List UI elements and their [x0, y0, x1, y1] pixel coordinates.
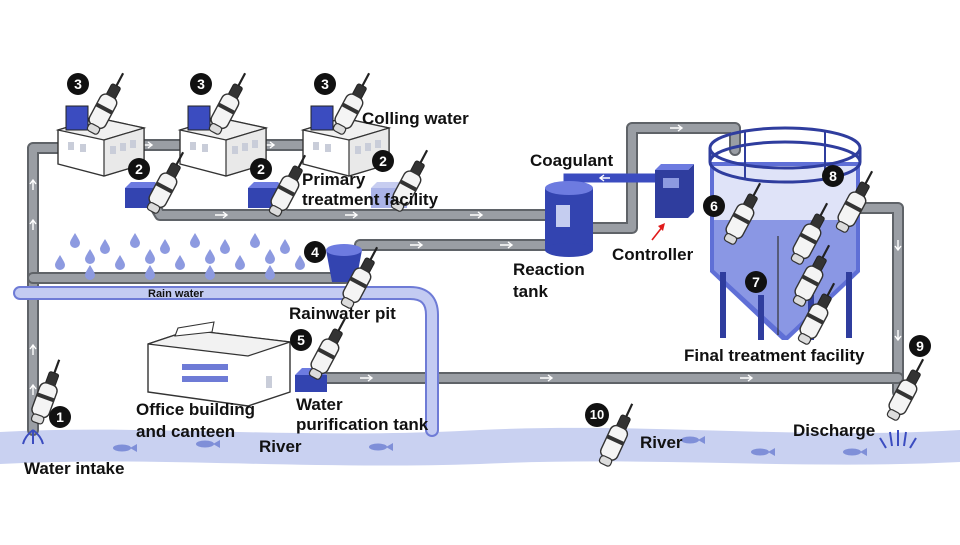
primary-label-line2: treatment facility [302, 190, 439, 209]
coagulant-pipe [563, 173, 655, 183]
office-label-line1: Office building [136, 400, 255, 419]
office-building-icon [147, 321, 291, 407]
marker-9: 9 [909, 335, 931, 357]
marker-5: 5 [290, 329, 312, 351]
river-label: River [259, 437, 302, 456]
controller-icon [655, 164, 694, 218]
marker-1: 1 [49, 406, 71, 428]
flow-arrows [29, 124, 902, 395]
river-label: River [640, 433, 683, 452]
reaction-tank-label-line1: Reaction [513, 260, 585, 279]
intake-roots-icon [22, 429, 44, 445]
water-purification-label-line2: purification tank [296, 415, 429, 434]
marker-2: 2 [372, 150, 394, 172]
office-label-line2: and canteen [136, 422, 236, 441]
marker-2: 2 [250, 158, 272, 180]
colling-water-label: Colling water [362, 109, 469, 128]
marker-8: 8 [822, 165, 844, 187]
marker-3: 3 [314, 73, 336, 95]
marker-10: 10 [585, 403, 609, 427]
marker-4: 4 [304, 241, 326, 263]
controller-label: Controller [612, 245, 694, 264]
rain-water-pipe [13, 286, 439, 437]
primary-label-line1: Primary [302, 170, 366, 189]
discharge-label: Discharge [793, 421, 876, 440]
reaction-tank-label-line2: tank [513, 282, 548, 301]
marker-6: 6 [703, 195, 725, 217]
marker-2: 2 [128, 158, 150, 180]
sensor-probe-icon [304, 312, 355, 383]
water-purification-label-line1: Water [296, 395, 343, 414]
rain-water-label: Rain water [148, 288, 204, 300]
marker-3: 3 [190, 73, 212, 95]
rainwater-pit-label: Rainwater pit [289, 304, 396, 323]
river-band [0, 427, 960, 466]
marker-3: 3 [67, 73, 89, 95]
sensor-probe-icon [882, 353, 933, 424]
coagulant-label: Coagulant [530, 151, 614, 170]
discharge-splash-icon [879, 430, 917, 449]
reaction-tank-icon [545, 181, 593, 257]
marker-7: 7 [745, 271, 767, 293]
water-intake-label: Water intake [24, 459, 125, 478]
final-treatment-label: Final treatment facility [684, 346, 865, 365]
